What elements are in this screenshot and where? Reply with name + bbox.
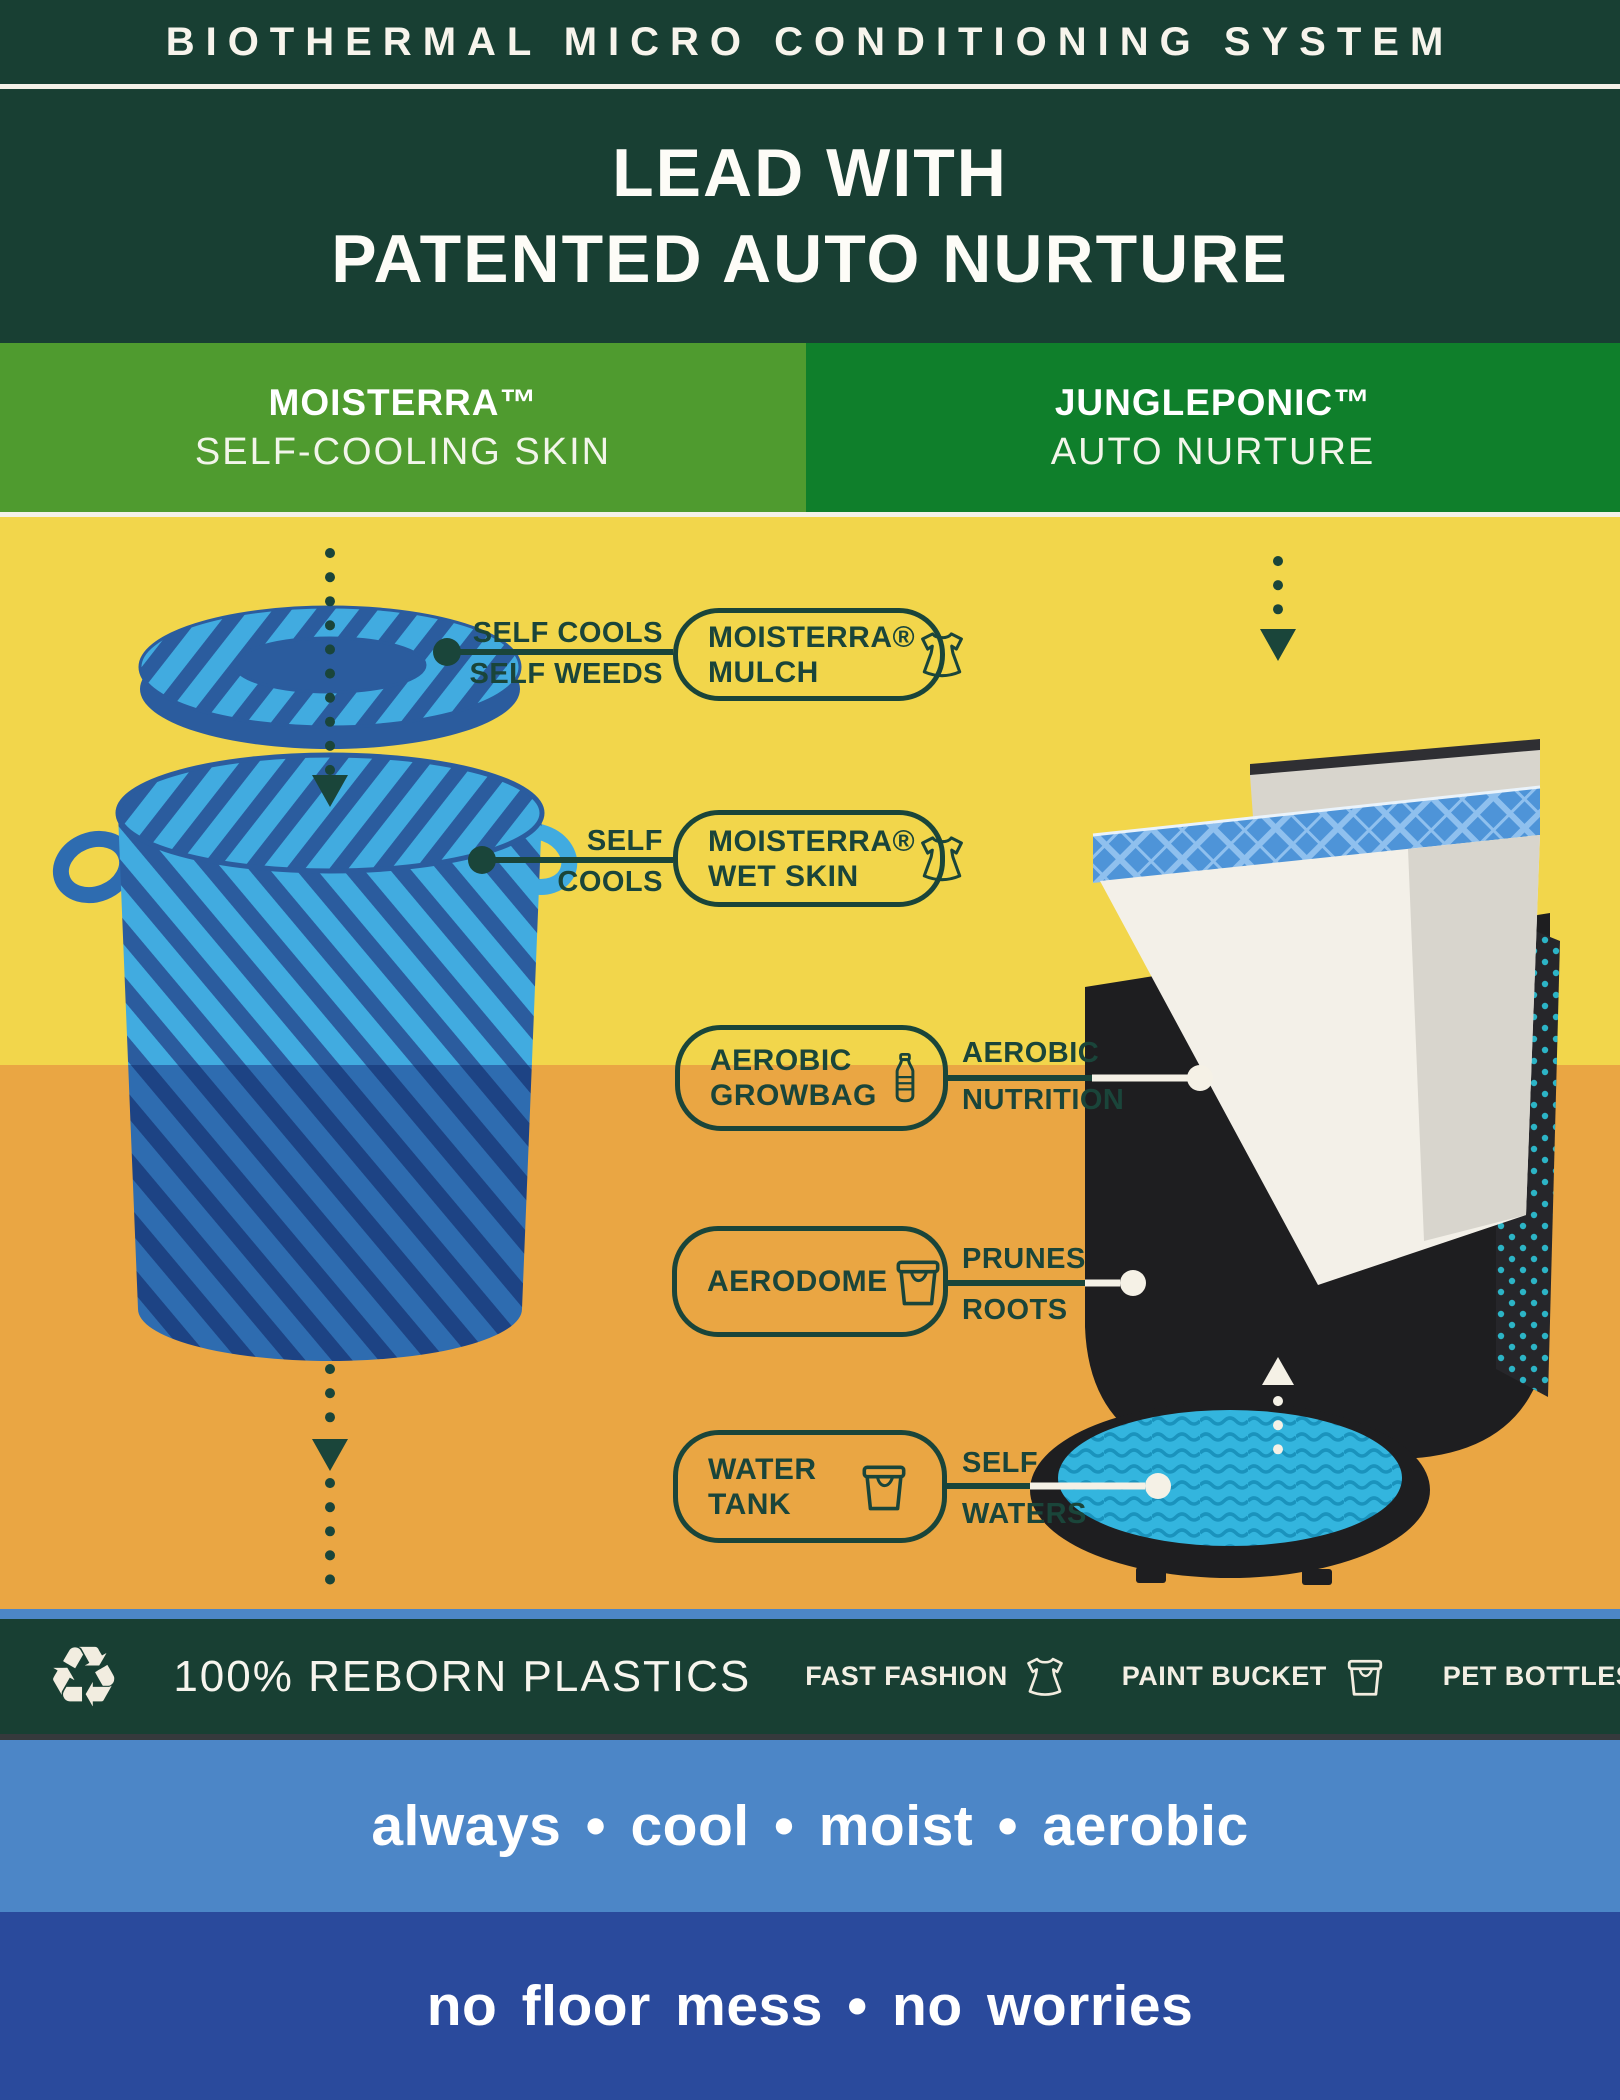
- note-self-weeds: SELF WEEDS: [469, 658, 663, 690]
- diagram-artwork: [52, 548, 1560, 1600]
- brand-name-left: MOISTERRA™: [268, 382, 538, 423]
- callout-connectors: [433, 638, 1213, 1499]
- dress-icon: [1022, 1654, 1068, 1700]
- note-aerobic: AEROBIC: [962, 1037, 1100, 1069]
- basket-illustration: [52, 605, 578, 1361]
- callout-label: MOISTERRA®: [708, 824, 916, 858]
- planter-illustration: [1030, 739, 1560, 1585]
- note-cools: COOLS: [557, 866, 663, 898]
- assembly-dotted-lines: [325, 548, 1283, 1600]
- note-self: SELF: [586, 825, 663, 857]
- callout-label: GROWBAG: [710, 1079, 877, 1112]
- brand-bars: MOISTERRA™ SELF-COOLING SKIN JUNGLEPONIC…: [0, 343, 1620, 512]
- footer-promise: no floor mess • no worries: [0, 1912, 1620, 2100]
- brand-jungleponic: JUNGLEPONIC™ AUTO NURTURE: [806, 343, 1620, 512]
- note-roots: ROOTS: [962, 1294, 1068, 1326]
- bucket-icon: [1341, 1653, 1389, 1701]
- recycle-item-fast-fashion: FAST FASHION: [805, 1654, 1068, 1700]
- callout-label: AEROBIC: [710, 1044, 852, 1077]
- arrow-up-icon: [1262, 1357, 1294, 1385]
- reborn-plastics-bar: ♻ 100% REBORN PLASTICS FAST FASHION PAIN…: [0, 1619, 1620, 1734]
- bucket-icon: [888, 1252, 948, 1312]
- callout-water-tank: WATER TANK: [673, 1430, 947, 1543]
- arrow-down-icon: [1260, 629, 1296, 661]
- recycle-item-label: PET BOTTLES: [1442, 1661, 1620, 1691]
- headline-line1: LEAD WITH: [612, 135, 1008, 211]
- callout-label: TANK: [708, 1487, 792, 1521]
- exploded-diagram: MOISTERRA® MULCH MOISTERRA® WET SKIN AER…: [0, 517, 1620, 1609]
- top-bar: BIOTHERMAL MICRO CONDITIONING SYSTEM: [0, 0, 1620, 84]
- callout-growbag: AEROBIC GROWBAG: [675, 1025, 948, 1131]
- callout-aerodome: AERODOME: [672, 1226, 948, 1337]
- divider-line: [0, 84, 1620, 89]
- footer-promise-text: no floor mess • no worries: [426, 1974, 1194, 2038]
- system-title: BIOTHERMAL MICRO CONDITIONING SYSTEM: [165, 19, 1455, 64]
- bucket-icon: [854, 1457, 914, 1517]
- note-nutrition: NUTRITION: [962, 1084, 1125, 1116]
- footer-benefits: always • cool • moist • aerobic: [0, 1740, 1620, 1912]
- arrow-down-icon: [312, 1439, 348, 1471]
- headline-banner: LEAD WITH PATENTED AUTO NURTURE: [0, 89, 1620, 343]
- arrow-down-icon: [312, 775, 348, 807]
- note-self2: SELF: [962, 1447, 1039, 1479]
- basket-rim: [115, 752, 545, 874]
- divider-strip-blue: [0, 1609, 1620, 1619]
- bottle-icon: [877, 1050, 933, 1106]
- mulch-lid: [138, 605, 522, 729]
- callout-label: WATER: [708, 1452, 817, 1486]
- callout-mulch: MOISTERRA® MULCH: [673, 608, 945, 701]
- note-waters: WATERS: [962, 1498, 1087, 1530]
- note-self-cools: SELF COOLS: [472, 617, 663, 649]
- brand-tagline-left: SELF-COOLING SKIN: [194, 431, 612, 473]
- growbag-rim: [1093, 787, 1540, 883]
- headline-line2: PATENTED AUTO NURTURE: [331, 221, 1289, 297]
- recycle-item-label: FAST FASHION: [805, 1661, 1008, 1691]
- brand-name-right: JUNGLEPONIC™: [1054, 382, 1372, 423]
- note-prunes: PRUNES: [962, 1243, 1086, 1275]
- brand-tagline-right: AUTO NURTURE: [1050, 431, 1376, 473]
- callout-label: MOISTERRA®: [708, 620, 916, 654]
- recycle-icon: ♻: [46, 1627, 122, 1726]
- dress-icon: [915, 628, 969, 682]
- water-surface: [1058, 1410, 1402, 1546]
- brand-moisterra: MOISTERRA™ SELF-COOLING SKIN: [0, 343, 806, 512]
- reborn-plastics-headline: 100% REBORN PLASTICS: [173, 1651, 752, 1701]
- callout-wet-skin: MOISTERRA® WET SKIN: [673, 810, 945, 907]
- callout-label: AERODOME: [707, 1265, 888, 1298]
- divider-line: [0, 512, 1620, 517]
- recycle-item-paint-bucket: PAINT BUCKET: [1122, 1653, 1389, 1701]
- footer-benefits-text: always • cool • moist • aerobic: [371, 1794, 1249, 1858]
- divider-strip-dark: [0, 1734, 1620, 1740]
- callout-label: MULCH: [708, 655, 819, 689]
- callout-label: WET SKIN: [708, 859, 859, 893]
- dress-icon: [915, 832, 969, 886]
- recycle-item-pet-bottles: PET BOTTLES: [1443, 1652, 1620, 1702]
- recycle-item-label: PAINT BUCKET: [1121, 1661, 1327, 1691]
